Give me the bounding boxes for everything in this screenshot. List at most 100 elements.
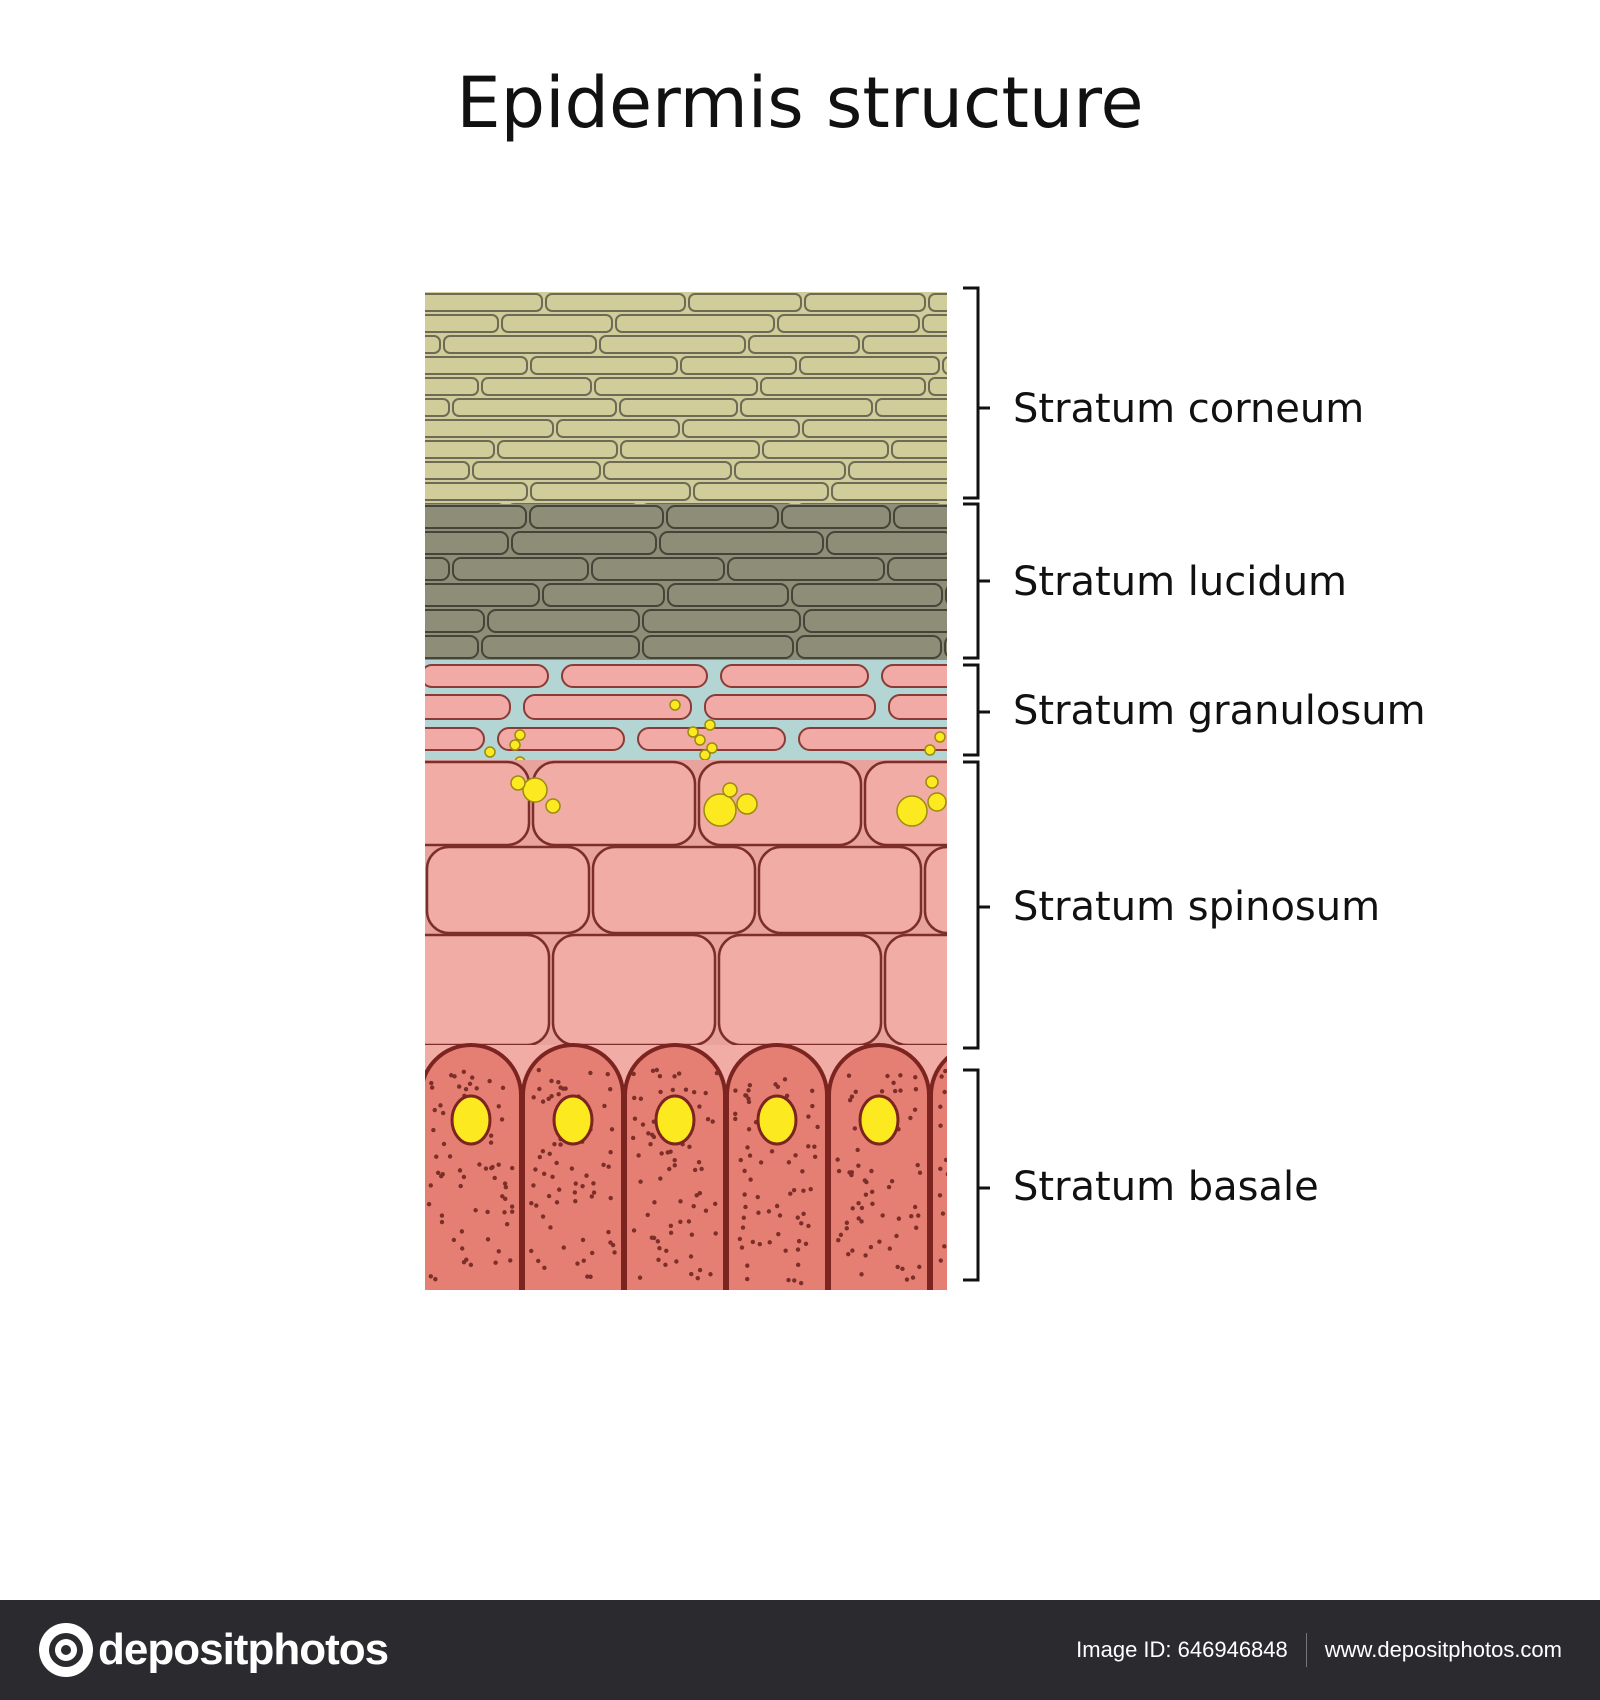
lucidum-cell: [425, 505, 527, 529]
cytoplasm-granule: [786, 1277, 791, 1283]
corneum-cell: [922, 314, 947, 333]
spinosum-cell: [697, 760, 863, 847]
cytoplasm-granule: [691, 1089, 697, 1095]
cytoplasm-granule: [659, 1151, 664, 1156]
corneum-cell: [760, 377, 926, 396]
cytoplasm-granule: [806, 1114, 811, 1119]
lucidum-cell: [425, 635, 479, 659]
spinosum-cell: [717, 933, 883, 1047]
cytoplasm-granule: [773, 1082, 778, 1087]
cytoplasm-granule: [792, 1278, 797, 1283]
cytoplasm-granule: [741, 1215, 747, 1220]
cytoplasm-granule: [439, 1213, 445, 1218]
cytoplasm-granule: [692, 1167, 698, 1173]
cytoplasm-granule: [503, 1184, 509, 1190]
lucidum-cell: [727, 557, 885, 581]
brand-name: depositphotos: [98, 1625, 389, 1674]
label-stratum-spinosum: Stratum spinosum: [1013, 884, 1380, 930]
cytoplasm-granule: [856, 1163, 861, 1168]
cytoplasm-granule: [782, 1077, 788, 1082]
bracket-basale: [963, 1068, 990, 1282]
cytoplasm-granule: [844, 1220, 850, 1225]
cytoplasm-granule: [895, 1264, 900, 1270]
cytoplasm-granule: [742, 1192, 747, 1197]
cytoplasm-granule: [756, 1210, 761, 1215]
cytoplasm-granule: [798, 1280, 804, 1286]
page-title: Epidermis structure: [456, 62, 1144, 144]
cytoplasm-granule: [856, 1200, 861, 1206]
cytoplasm-granule: [631, 1071, 636, 1077]
cytoplasm-granule: [426, 1201, 432, 1207]
cytoplasm-granule: [1011, 1228, 1015, 1232]
cytoplasm-granule: [461, 1260, 467, 1265]
cytoplasm-granule: [835, 1157, 840, 1162]
cytoplasm-granule: [1001, 1230, 1005, 1234]
cytoplasm-granule: [949, 1131, 953, 1135]
cytoplasm-granule: [703, 1090, 708, 1096]
cytoplasm-granule: [913, 1087, 919, 1092]
cytoplasm-granule: [688, 1254, 694, 1259]
cytoplasm-granule: [488, 1133, 494, 1138]
cytoplasm-granule: [959, 1242, 963, 1246]
cytoplasm-granule: [536, 1258, 541, 1264]
cytoplasm-granule: [441, 1141, 447, 1147]
cytoplasm-granule: [581, 1258, 586, 1263]
cytoplasm-granule: [646, 1131, 651, 1136]
cytoplasm-granule: [847, 1170, 852, 1175]
cytoplasm-granule: [649, 1235, 655, 1240]
cytoplasm-granule: [610, 1242, 616, 1248]
corneum-cell: [762, 440, 889, 459]
granulosum-cell: [497, 727, 625, 751]
website-link[interactable]: www.depositphotos.com: [1324, 1637, 1562, 1662]
cytoplasm-granule: [1017, 1087, 1021, 1091]
cytoplasm-granule: [672, 1074, 677, 1079]
cytoplasm-granule: [456, 1084, 462, 1089]
corneum-cell: [620, 440, 760, 459]
cytoplasm-granule: [955, 1099, 959, 1103]
cytoplasm-granule: [1014, 1255, 1018, 1259]
cytoplasm-granule: [459, 1229, 465, 1234]
cytoplasm-granule: [546, 1193, 552, 1199]
cytoplasm-granule: [757, 1241, 763, 1247]
corneum-cell: [530, 356, 678, 375]
basal-cell-nucleus: [654, 1094, 696, 1146]
corneum-cell: [891, 440, 947, 459]
cytoplasm-granule: [496, 1249, 501, 1254]
cytoplasm-granule: [846, 1251, 851, 1257]
cytoplasm-granule: [503, 1196, 508, 1202]
cytoplasm-granule: [705, 1117, 711, 1122]
keratohyalin-granule: [706, 742, 718, 754]
cytoplasm-granule: [460, 1246, 465, 1251]
cytoplasm-granule: [656, 1257, 661, 1263]
cytoplasm-granule: [589, 1194, 595, 1199]
corneum-cell: [688, 293, 802, 312]
cytoplasm-granule: [683, 1087, 689, 1092]
lucidum-cell: [452, 557, 589, 581]
lucidum-cell: [591, 557, 725, 581]
cytoplasm-granule: [508, 1258, 513, 1263]
cytoplasm-granule: [942, 1089, 947, 1095]
cytoplasm-granule: [988, 1098, 992, 1102]
cytoplasm-granule: [713, 1231, 718, 1236]
lucidum-cell: [666, 505, 779, 529]
corneum-cell: [831, 482, 947, 501]
corneum-cell: [425, 419, 554, 438]
lucidum-cell-bg: [425, 504, 947, 660]
cytoplasm-granule: [630, 1135, 636, 1141]
cytoplasm-granule: [915, 1162, 920, 1168]
lamellar-granule: [545, 798, 561, 814]
cytoplasm-granule: [836, 1168, 842, 1174]
cytoplasm-granule: [591, 1181, 596, 1186]
spinosum-cell: [883, 933, 947, 1047]
brand-logo[interactable]: depositphotos: [38, 1622, 389, 1678]
cytoplasm-granule: [945, 1172, 947, 1177]
bracket-granulosum: [963, 663, 990, 757]
label-stratum-corneum: Stratum corneum: [1013, 386, 1364, 432]
spinosum-cell: [923, 845, 947, 935]
cytoplasm-granule: [938, 1104, 943, 1109]
cytoplasm-granule: [898, 1088, 903, 1093]
cytoplasm-granule: [909, 1213, 914, 1219]
corneum-cell: [680, 356, 797, 375]
cytoplasm-granule: [686, 1219, 692, 1224]
keratohyalin-granule: [694, 734, 706, 746]
